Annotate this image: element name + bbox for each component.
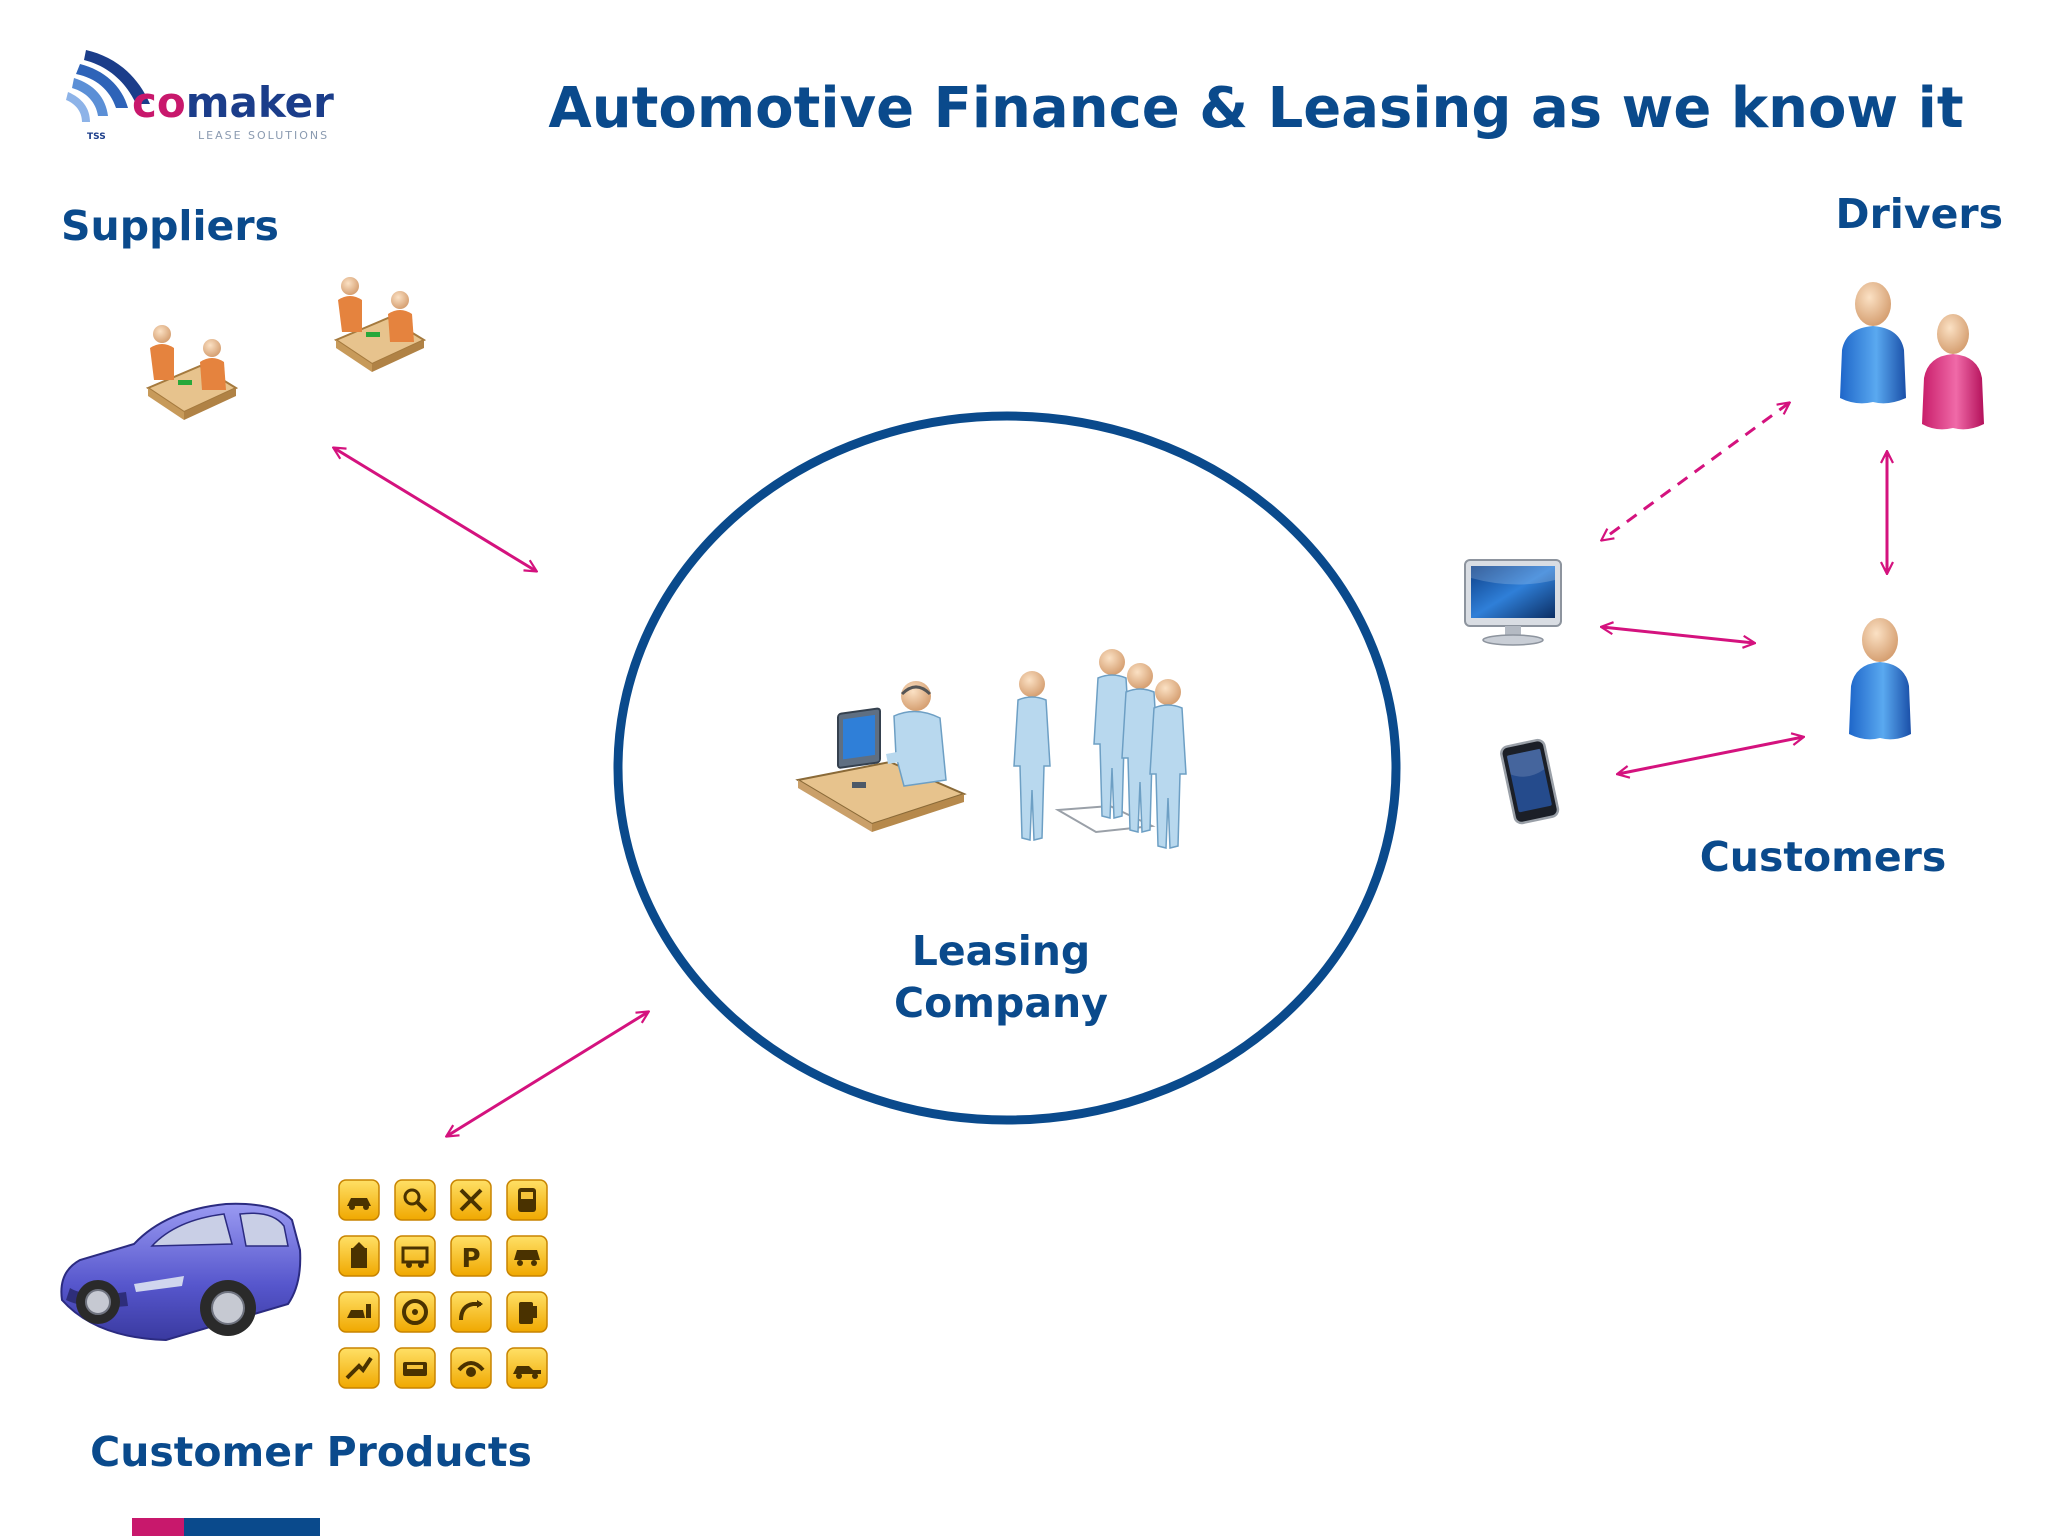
logo-badge: TSS <box>87 132 106 142</box>
customer-person-icon <box>1849 618 1911 740</box>
drivers-people-icon <box>1840 282 1984 430</box>
arrow-products-leasing <box>447 1012 648 1136</box>
footer-brand-bar <box>132 1518 320 1536</box>
arrow-monitor-customers <box>1602 627 1754 643</box>
suppliers-meeting-icon <box>145 277 427 420</box>
arrow-phone-customers <box>1618 737 1803 774</box>
label-suppliers: Suppliers <box>61 202 279 250</box>
logo-tagline: LEASE SOLUTIONS <box>198 129 329 142</box>
staff-group-icon <box>1013 649 1187 849</box>
label-leasing-company-line2: Company <box>894 979 1108 1027</box>
logo-swoosh-icon <box>66 50 150 122</box>
smartphone-icon <box>1500 738 1560 825</box>
car-icon <box>60 1202 302 1342</box>
arrow-suppliers-leasing <box>334 448 536 571</box>
monitor-icon <box>1464 559 1562 646</box>
logo-text: comaker <box>132 78 334 127</box>
label-drivers: Drivers <box>1836 190 2003 238</box>
arrow-drivers-monitor-dashed <box>1602 403 1789 540</box>
service-icons-grid: P <box>338 1179 548 1389</box>
leasing-company-circle <box>613 411 1401 1125</box>
helpdesk-worker-icon <box>795 681 967 832</box>
label-customer-products: Customer Products <box>90 1428 532 1476</box>
page-title: Automotive Finance & Leasing as we know … <box>548 76 1963 141</box>
parking-glyph: P <box>461 1244 480 1274</box>
label-leasing-company-line1: Leasing <box>912 927 1091 975</box>
logo: comaker LEASE SOLUTIONS TSS <box>66 50 334 142</box>
label-customers: Customers <box>1700 833 1947 881</box>
